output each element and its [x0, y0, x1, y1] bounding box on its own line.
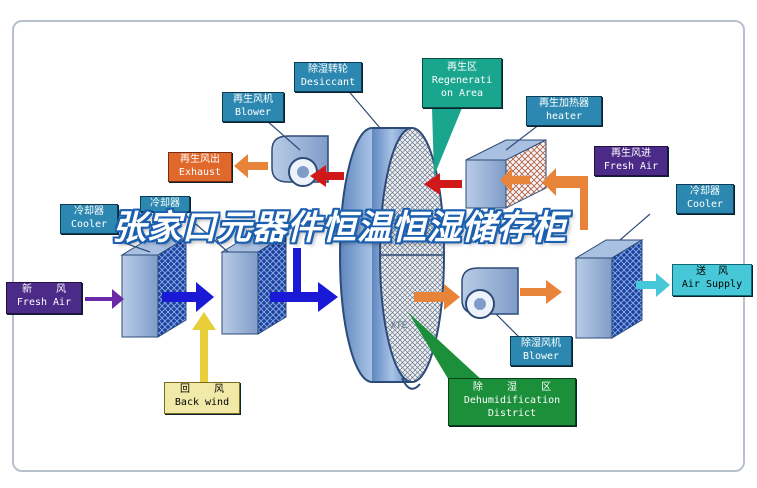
dehum-blower-unit [461, 267, 519, 319]
airflow-arrows [85, 154, 670, 382]
leader-lines [115, 87, 651, 341]
cooler-left-1 [120, 237, 188, 338]
overlay-title: 张家口元器件恒温恒湿储存柜 [112, 208, 567, 248]
diagram-frame [12, 20, 745, 472]
desiccant-wheel: XTE [339, 127, 445, 390]
regen-blower-unit [271, 135, 329, 187]
regen-area-pointer [432, 108, 462, 176]
watermark-text: XTE [390, 321, 408, 331]
dehum-district-pointer [408, 312, 484, 392]
label-cooler-left-2: 冷却器 [140, 196, 190, 212]
regen-heater-unit [465, 139, 547, 209]
cooler-left-2 [220, 234, 288, 335]
cooler-right [574, 239, 644, 339]
